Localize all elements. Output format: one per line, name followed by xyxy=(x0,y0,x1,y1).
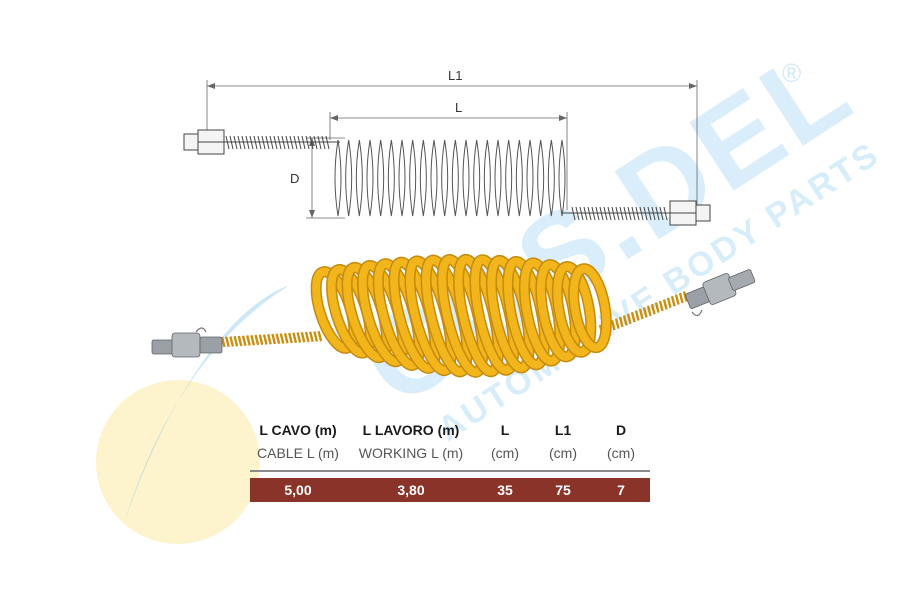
cell-working-length: 3,80 xyxy=(346,478,476,502)
header-working-length-it: L LAVORO (m) xyxy=(362,422,460,438)
dimension-label-l: L xyxy=(455,100,462,115)
dimension-label-d: D xyxy=(290,171,299,186)
subheader-working-length: WORKING L (m) xyxy=(346,442,476,472)
header-l: L xyxy=(500,422,510,438)
spec-table: L CAVO (m) L LAVORO (m) L L1 D CABLE L (… xyxy=(250,418,650,502)
left-metal-fitting xyxy=(151,339,175,355)
dimension-label-l1: L1 xyxy=(448,68,462,83)
subheader-d-unit: (cm) xyxy=(592,442,650,472)
cell-l: 35 xyxy=(476,478,534,502)
table-row: 5,00 3,80 35 75 7 xyxy=(250,478,650,502)
header-l1: L1 xyxy=(554,422,572,438)
cell-l1: 75 xyxy=(534,478,592,502)
subheader-cable-length: CABLE L (m) xyxy=(250,442,346,472)
cell-cable-length: 5,00 xyxy=(250,478,346,502)
right-fitting-drawing xyxy=(669,200,711,226)
header-d: D xyxy=(615,422,627,438)
left-fitting-drawing xyxy=(183,129,225,155)
header-cable-length-it: L CAVO (m) xyxy=(259,422,337,438)
subheader-l-unit: (cm) xyxy=(476,442,534,472)
subheader-l1-unit: (cm) xyxy=(534,442,592,472)
yellow-hose-illustration xyxy=(151,253,756,378)
table-header-row: L CAVO (m) L LAVORO (m) L L1 D xyxy=(250,418,650,442)
table-subheader-row: CABLE L (m) WORKING L (m) (cm) (cm) (cm) xyxy=(250,442,650,472)
cell-d: 7 xyxy=(592,478,650,502)
